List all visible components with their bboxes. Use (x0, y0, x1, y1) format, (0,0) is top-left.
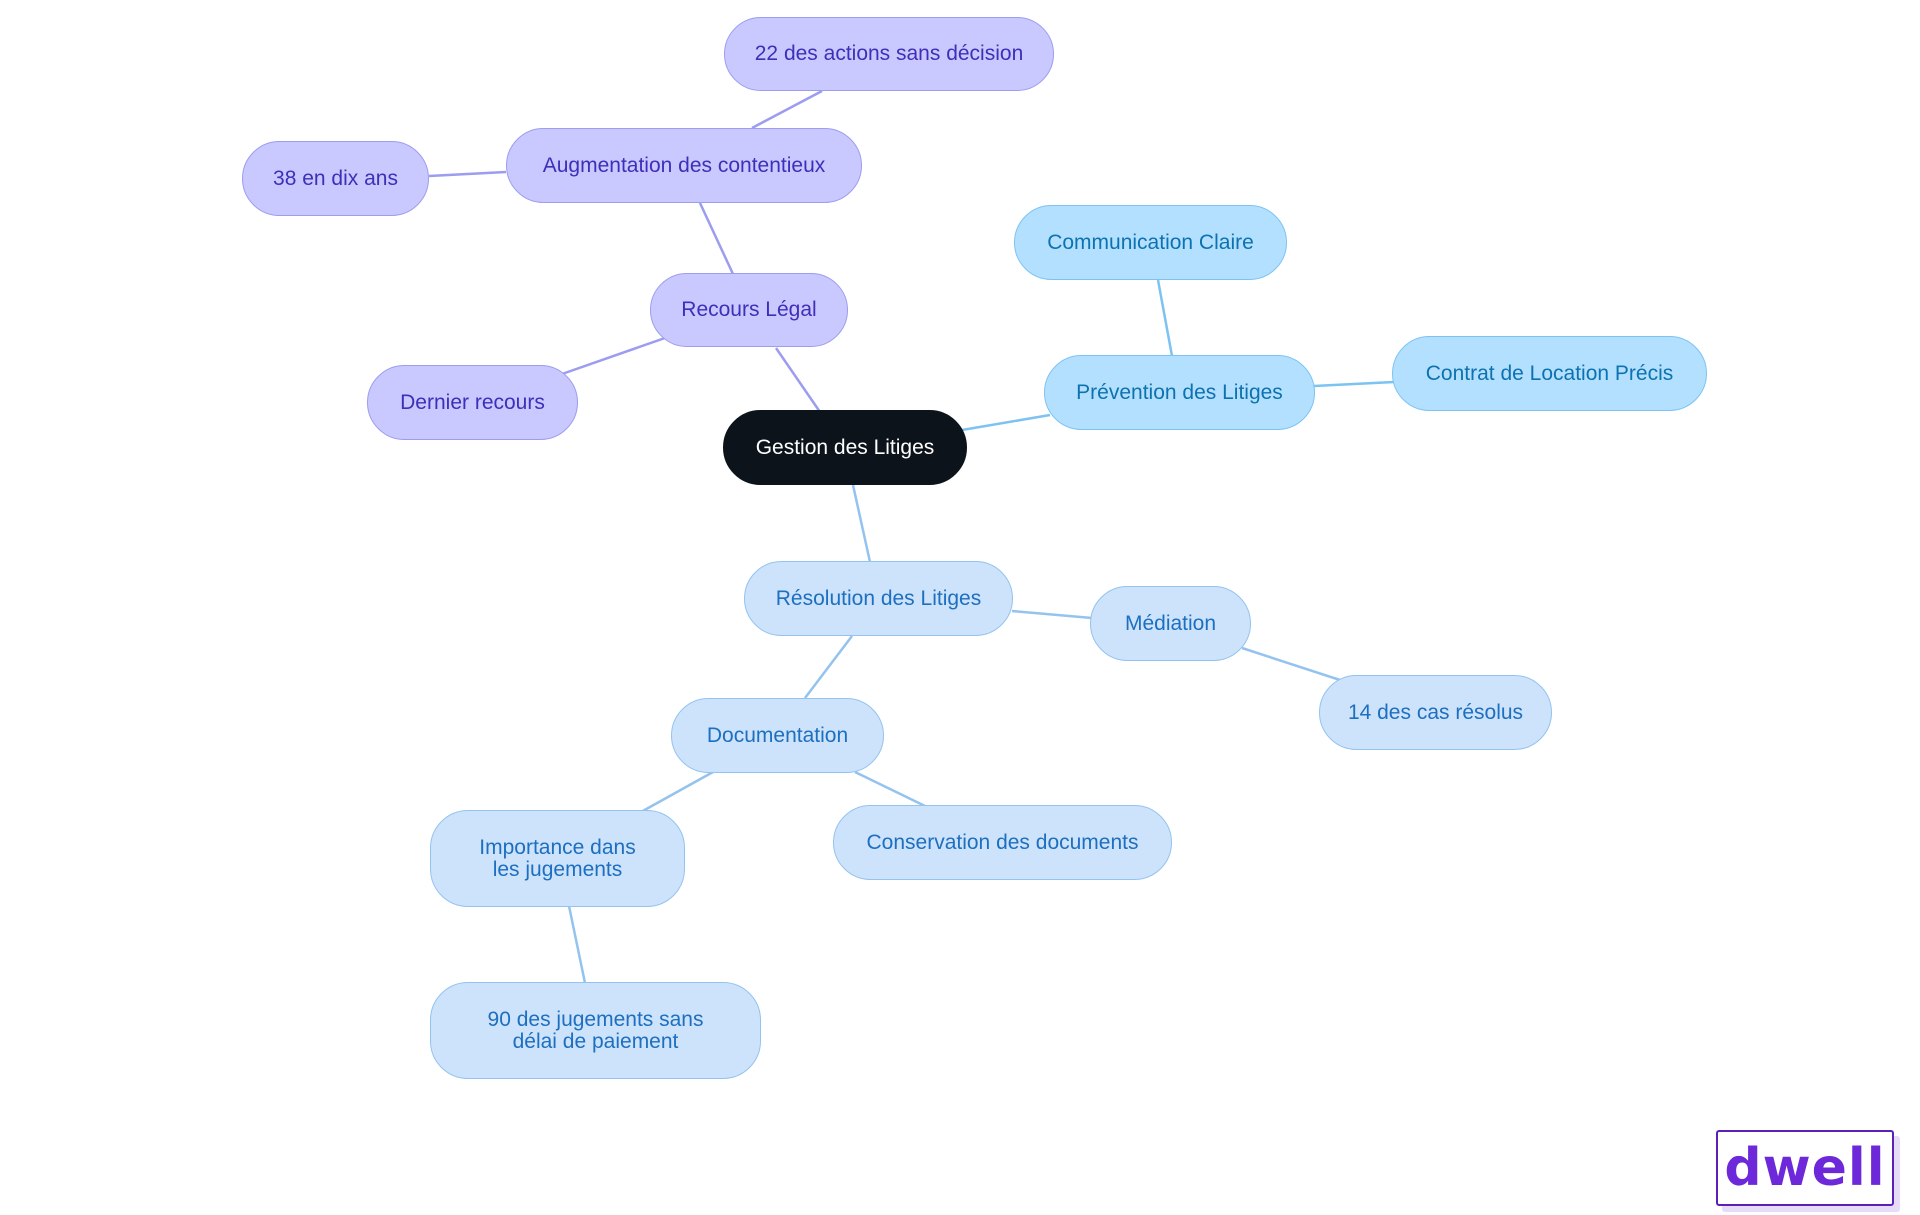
edge-root-recours (774, 347, 822, 413)
node-augmentation-des-contentieux[interactable]: Augmentation des contentieux (506, 128, 862, 203)
node-importance-dans-les-jugements[interactable]: Importance dans les jugements (430, 810, 685, 907)
edge-prevention-communication (1156, 279, 1174, 357)
edge-recours-dernier (561, 336, 666, 376)
edge-recours-augmentation (698, 202, 735, 275)
edge-augmentation-dixans (428, 170, 507, 178)
edge-prevention-contrat (1313, 380, 1395, 388)
node-dernier-recours[interactable]: Dernier recours (367, 365, 578, 440)
node-22-des-actions[interactable]: 22 des actions sans décision (724, 17, 1054, 91)
edge-augmentation-actions (751, 89, 823, 130)
node-38-en-dix-ans[interactable]: 38 en dix ans (242, 141, 429, 216)
node-mediation[interactable]: Médiation (1090, 586, 1251, 661)
edge-documentation-importance (640, 770, 714, 814)
edge-resolution-mediation (1011, 609, 1093, 620)
node-documentation[interactable]: Documentation (671, 698, 884, 773)
node-90-des-jugements[interactable]: 90 des jugements sans délai de paiement (430, 982, 761, 1079)
node-resolution-des-litiges[interactable]: Résolution des Litiges (744, 561, 1013, 636)
node-recours-legal[interactable]: Recours Légal (650, 273, 848, 347)
node-communication-claire[interactable]: Communication Claire (1014, 205, 1287, 280)
node-gestion-des-litiges[interactable]: Gestion des Litiges (723, 410, 967, 485)
edge-root-resolution (851, 484, 872, 563)
node-prevention-des-litiges[interactable]: Prévention des Litiges (1044, 355, 1315, 430)
node-contrat-de-location[interactable]: Contrat de Location Précis (1392, 336, 1707, 411)
edge-mediation-cas (1241, 646, 1341, 682)
edge-importance-jugements (567, 905, 587, 984)
node-14-des-cas[interactable]: 14 des cas résolus (1319, 675, 1552, 750)
dwell-logo: dwell (1716, 1130, 1894, 1206)
edge-resolution-documentation (804, 635, 853, 699)
node-conservation-des-documents[interactable]: Conservation des documents (833, 805, 1172, 880)
edge-root-prevention (961, 413, 1051, 432)
edge-documentation-conservation (854, 770, 926, 808)
